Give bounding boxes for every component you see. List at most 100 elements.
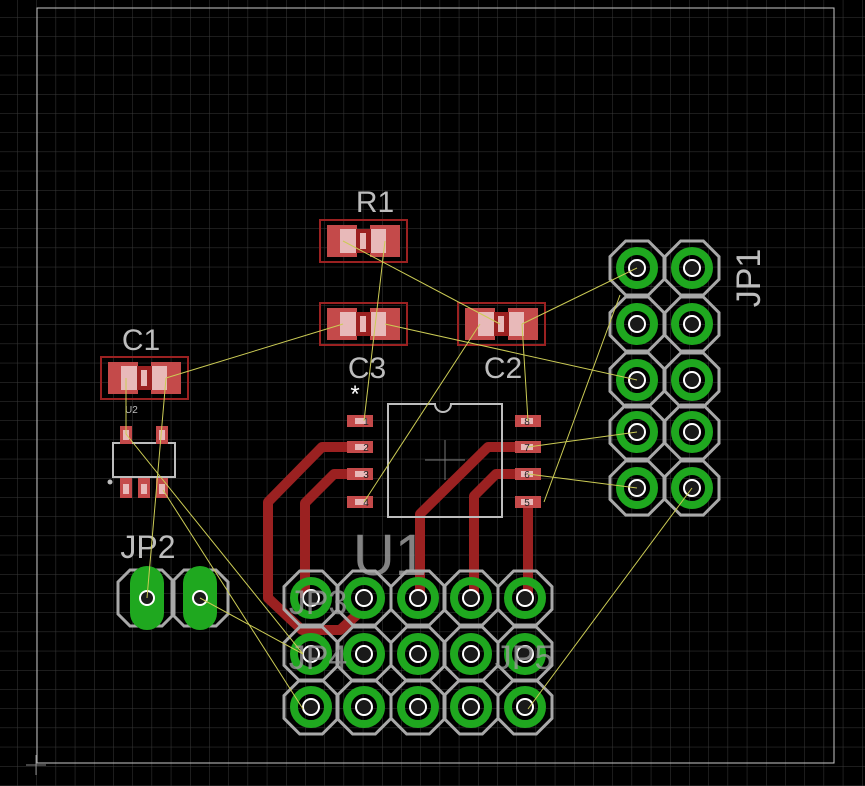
u1-pad-6-inner <box>521 471 533 477</box>
header-pin-r3c1-outline <box>282 678 340 736</box>
header-pin-r1c3[interactable] <box>389 569 447 627</box>
u1-pad-8-inner <box>521 418 533 424</box>
jp1-pin-8[interactable] <box>663 403 721 461</box>
jp2-outline-2 <box>170 568 230 628</box>
jp1-pin-7-pad <box>616 411 658 453</box>
header-pin-r1c4[interactable] <box>442 569 500 627</box>
airwire <box>527 431 638 448</box>
jp1-pin-4-hole <box>683 315 701 333</box>
u2-pad-top-inner <box>123 430 129 440</box>
jp1-header[interactable] <box>608 239 721 517</box>
c2-label: C2 <box>484 352 522 385</box>
trace-u1-6 <box>469 469 528 598</box>
airwire <box>146 377 167 599</box>
jp1-pin-2-hole <box>683 259 701 277</box>
header-pin-r1c3-pad <box>397 577 439 619</box>
header-pin-r2c4-pad <box>450 633 492 675</box>
header-pin-r3c1[interactable] <box>282 678 340 736</box>
c1-outline <box>100 356 189 400</box>
airwire <box>521 323 529 422</box>
header-pin-r3c5[interactable] <box>496 678 554 736</box>
header-pin-r3c4-pad <box>450 686 492 728</box>
jp1-pin-2-outline <box>663 239 721 297</box>
header-pin-r3c1-pad <box>290 686 332 728</box>
jp1-pin-2-pad <box>671 247 713 289</box>
c3-label: C3 <box>348 352 386 385</box>
jp1-pin-9[interactable] <box>608 459 666 517</box>
jp1-pin-7-outline <box>608 403 666 461</box>
header-pin-r3c3[interactable] <box>389 678 447 736</box>
u1-pad-2-inner <box>355 444 367 450</box>
header-pin-r2c4-hole <box>462 645 480 663</box>
jp1-pin-1[interactable] <box>608 239 666 297</box>
header-pin-r1c1-outline <box>282 569 340 627</box>
u1-body <box>387 403 503 518</box>
airwire <box>199 597 304 655</box>
header-pin-r2c1-pad <box>290 633 332 675</box>
header-pin-r2c4[interactable] <box>442 625 500 683</box>
jp1-pin-4-pad <box>671 303 713 345</box>
airwire <box>342 240 501 325</box>
header-pin-r2c3-pad <box>397 633 439 675</box>
header-pin-r3c3-hole <box>409 698 427 716</box>
pin1-marker: * <box>350 381 359 408</box>
u1-pad-1-inner <box>355 418 367 424</box>
header-pin-r1c5-hole <box>516 589 534 607</box>
jp1-label: JP1 <box>730 249 768 308</box>
jp2-outline-1 <box>116 568 176 628</box>
header-pin-r3c2[interactable] <box>335 678 393 736</box>
jp1-pin-10[interactable] <box>663 459 721 517</box>
trace-u1-7 <box>415 442 528 598</box>
r1-body-core <box>360 233 366 249</box>
u2-label: U2 <box>125 405 138 416</box>
jp1-pin-5-pad <box>616 359 658 401</box>
u2-pad-b3-inner <box>159 484 165 494</box>
u1-pin-6: 6 <box>524 470 530 481</box>
header-pin-r1c4-hole <box>462 589 480 607</box>
header-pin-r2c2-pad <box>343 633 385 675</box>
header-pin-r1c2[interactable] <box>335 569 393 627</box>
header-pin-r1c1-hole <box>302 589 320 607</box>
header-pin-r3c5-pad <box>504 686 546 728</box>
u2-pad-top-2-inner <box>159 430 165 440</box>
cursor-crosshair <box>26 755 46 775</box>
jp1-pin-6-hole <box>683 371 701 389</box>
airwire <box>125 433 304 655</box>
u2-pin1-dot <box>107 479 113 485</box>
header-pin-r1c2-outline <box>335 569 393 627</box>
airwire <box>527 487 693 710</box>
jp1-pin-2[interactable] <box>663 239 721 297</box>
airwire <box>165 323 344 379</box>
u1-pin-3: 3 <box>363 470 369 481</box>
jp1-pin-7[interactable] <box>608 403 666 461</box>
jp1-pin-4[interactable] <box>663 295 721 353</box>
u1-pad-4-inner <box>355 499 367 505</box>
header-pin-r1c2-hole <box>355 589 373 607</box>
airwire <box>521 267 638 325</box>
jp1-pin-6[interactable] <box>663 351 721 409</box>
u1-pad-5-inner <box>521 499 533 505</box>
header-pin-r3c3-outline <box>389 678 447 736</box>
header-pin-r3c4[interactable] <box>442 678 500 736</box>
u1-pin-4: 4 <box>363 498 369 509</box>
u2-pad-b2-inner <box>141 484 147 494</box>
airwire <box>363 240 386 422</box>
jp1-pin-3[interactable] <box>608 295 666 353</box>
jp1-pin-8-outline <box>663 403 721 461</box>
header-pin-r2c3[interactable] <box>389 625 447 683</box>
airwire <box>363 323 481 503</box>
jp1-pin-10-pad <box>671 467 713 509</box>
header-pin-r1c1[interactable] <box>282 569 340 627</box>
jp1-pin-6-pad <box>671 359 713 401</box>
header-pin-r3c4-hole <box>462 698 480 716</box>
jp1-pin-3-hole <box>628 315 646 333</box>
r1-component[interactable]: R1 <box>319 186 408 263</box>
header-pin-r1c5[interactable] <box>496 569 554 627</box>
c2-body-core <box>498 316 504 332</box>
jp1-pin-3-pad <box>616 303 658 345</box>
jp3-jp4-jp5-headers[interactable] <box>282 569 554 736</box>
header-pin-r2c5-pad <box>504 633 546 675</box>
airwires <box>125 240 693 710</box>
airwire <box>527 473 638 489</box>
